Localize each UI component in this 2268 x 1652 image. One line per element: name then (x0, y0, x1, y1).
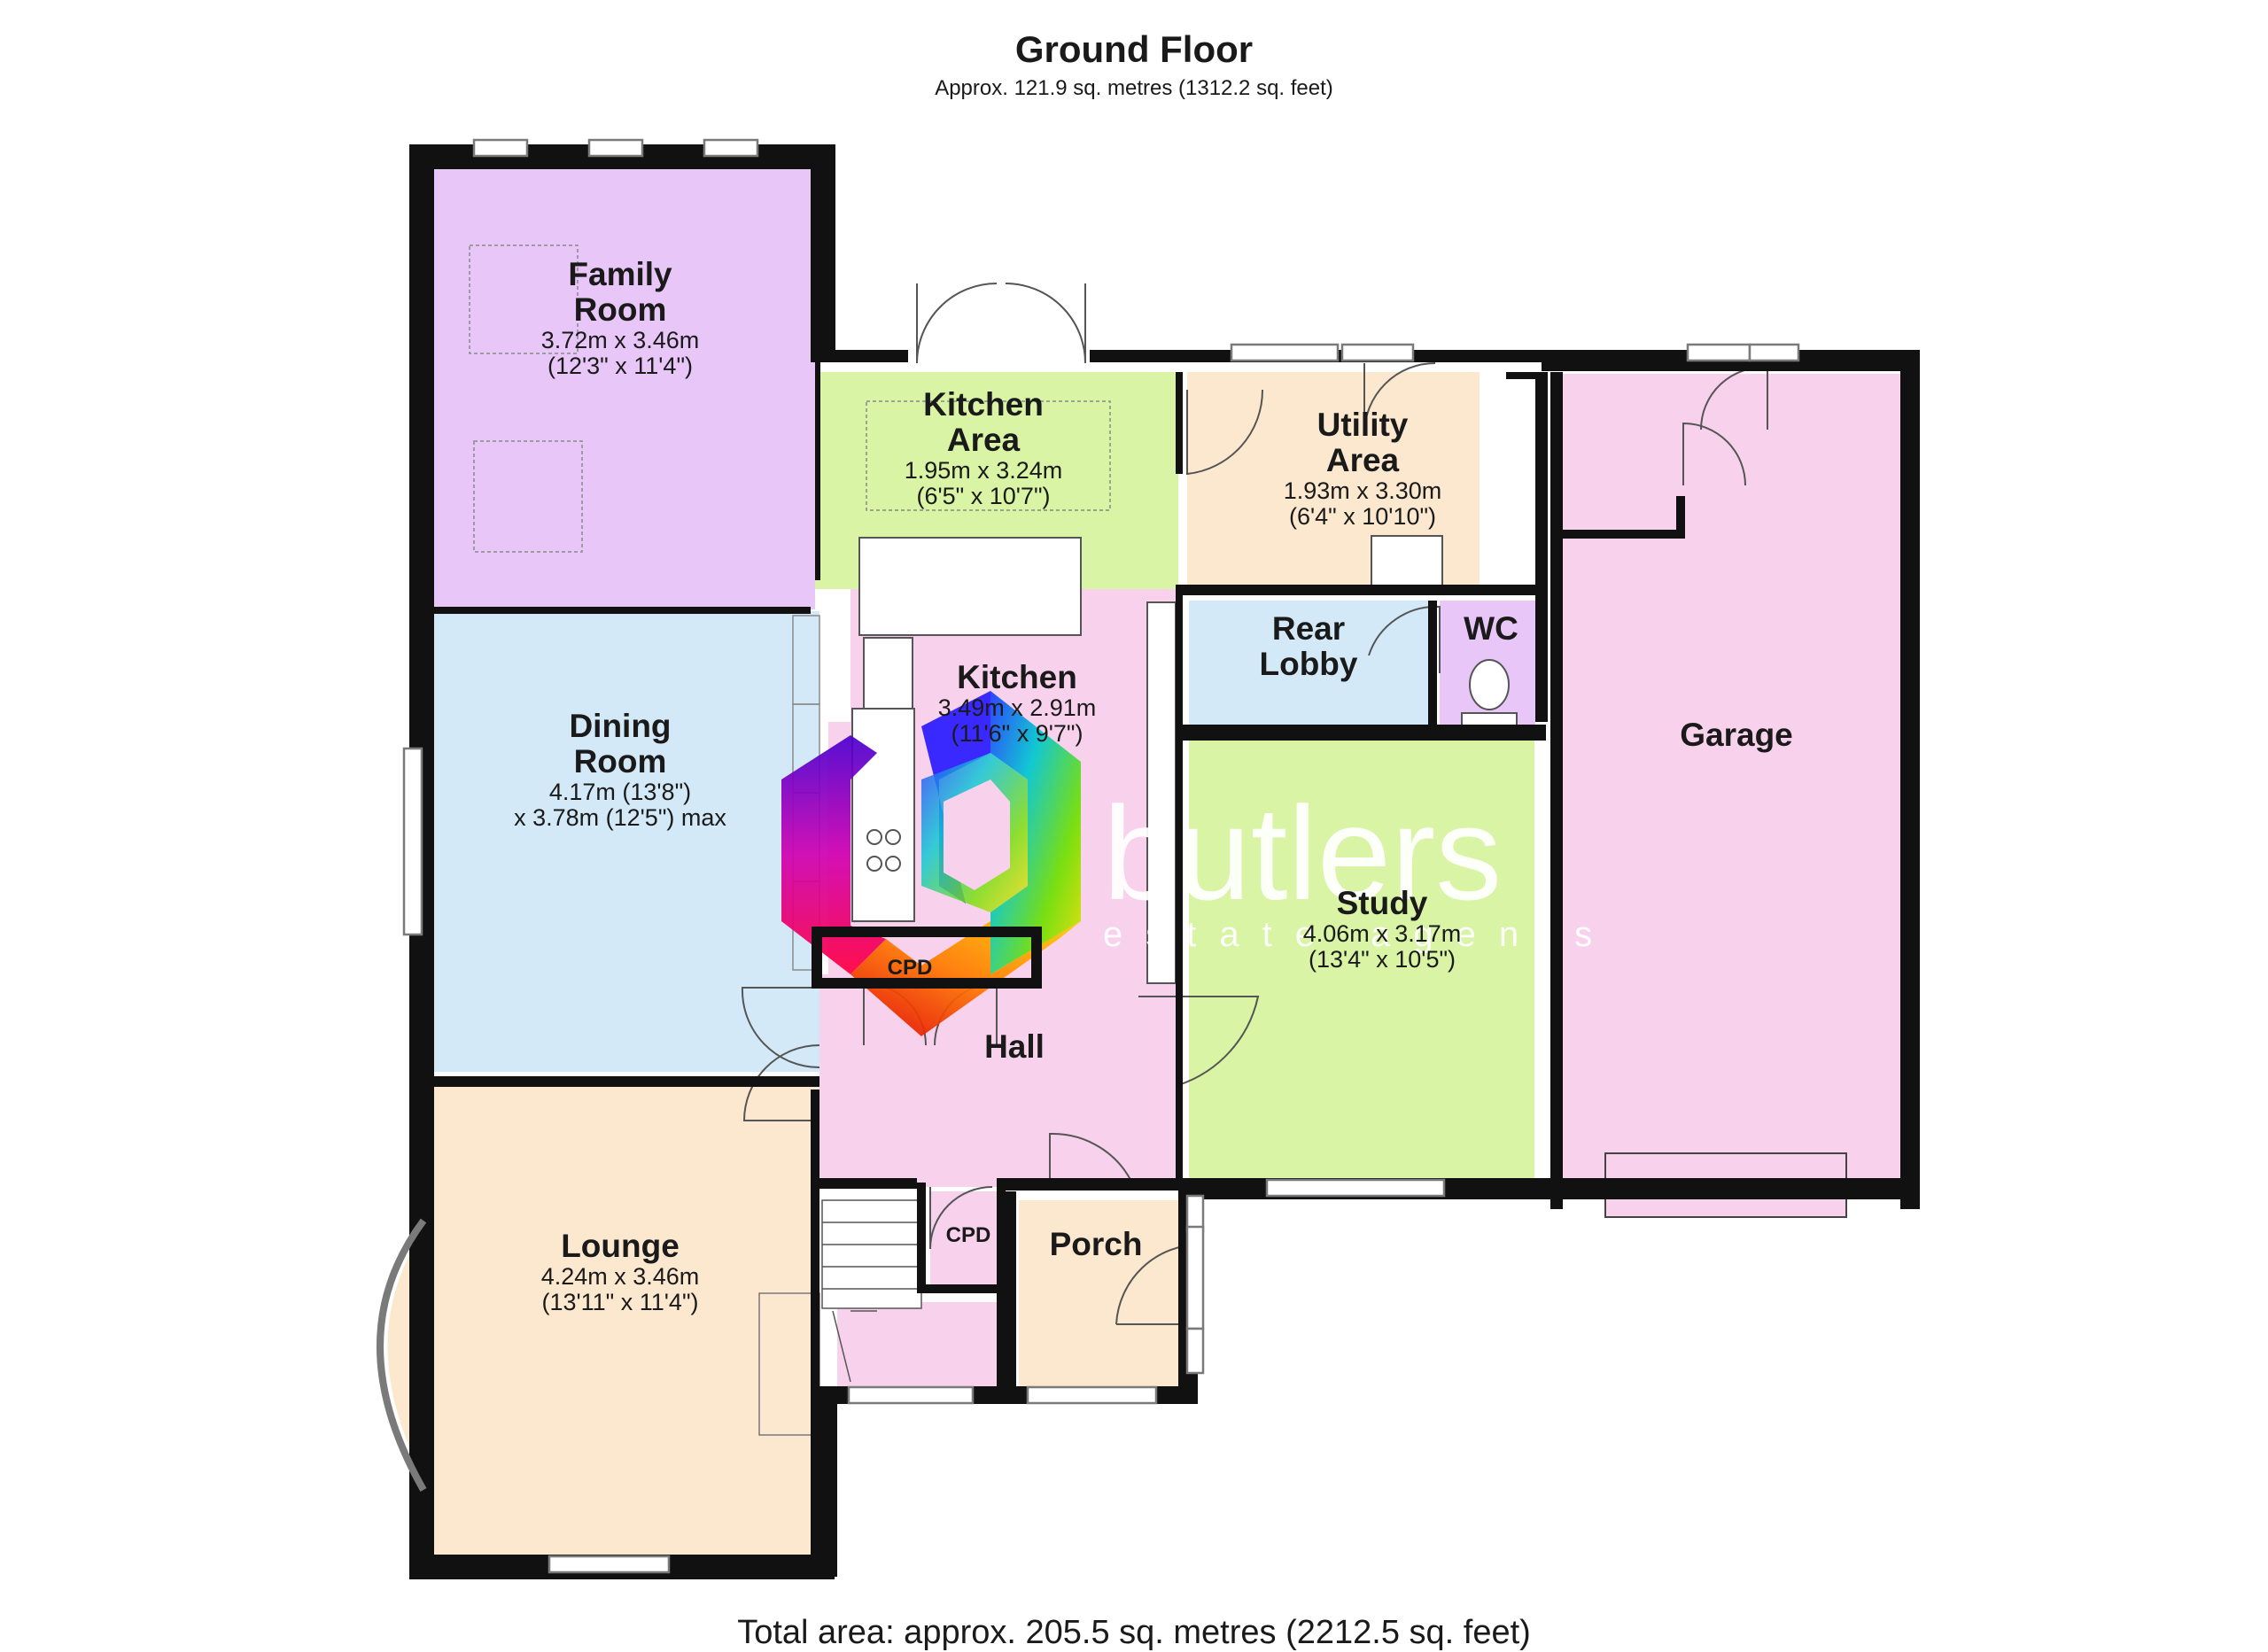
dining-room-fill (430, 611, 819, 1072)
room-name: Study (1336, 885, 1428, 921)
room-dimensions-metric: 4.17m (13'8") (548, 778, 692, 805)
stairs (821, 1199, 922, 1383)
room-dimensions-metric: 4.24m x 3.46m (540, 1262, 700, 1290)
room-name: CPD (887, 956, 933, 980)
page-title: Ground Floor (1014, 28, 1254, 70)
label-study: Study 4.06m x 3.17m (13'4" x 10'5") (1303, 886, 1462, 973)
study-fill (1189, 741, 1534, 1183)
room-name: Kitchen (923, 386, 1044, 423)
room-name: Lounge (561, 1228, 680, 1264)
porch-fill (1019, 1200, 1178, 1386)
room-dimensions-metric: 4.06m x 3.17m (1302, 919, 1462, 947)
room-dimensions-imperial: (13'11" x 11'4") (541, 1289, 699, 1316)
room-name: Area (946, 421, 1021, 458)
door-swings (741, 283, 1768, 1325)
watermark-brand-text: butlers (1103, 779, 1502, 927)
garage-fill (1555, 374, 1900, 1184)
cpd-lower-fill (930, 1191, 1006, 1289)
lounge-bay-window (377, 1218, 427, 1492)
room-name: Kitchen (957, 659, 1077, 695)
utility-sink (1371, 535, 1443, 590)
room-dimensions-metric: 3.49m x 2.91m (937, 694, 1097, 721)
windows (402, 138, 1800, 1574)
room-name: Dining (569, 708, 672, 744)
room-name: Porch (1049, 1226, 1143, 1262)
lounge-fill (430, 1085, 819, 1555)
room-name: Garage (1680, 717, 1793, 753)
room-dimensions-imperial: (11'6" x 9'7") (951, 720, 1084, 748)
room-name: WC (1464, 610, 1518, 647)
room-name: Utility (1317, 407, 1409, 443)
label-cpd-lower: CPD (946, 1224, 991, 1247)
label-kitchen-area: Kitchen Area 1.95m x 3.24m (6'5" x 10'7"… (905, 387, 1063, 509)
total-area-footer: Total area: approx. 205.5 sq. metres (22… (737, 1614, 1531, 1651)
hall-fill (819, 974, 1178, 1187)
family-room-fill (430, 167, 815, 609)
room-dimensions-imperial: (13'4" x 10'5") (1308, 946, 1456, 973)
room-name: Rear (1271, 610, 1346, 647)
label-porch: Porch (1050, 1227, 1143, 1262)
label-lounge: Lounge 4.24m x 3.46m (13'11" x 11'4") (541, 1229, 700, 1315)
room-dimensions-imperial: x 3.78m (12'5") max (514, 804, 726, 832)
stairs-fill (837, 1302, 1006, 1391)
room-name: CPD (945, 1223, 991, 1247)
room-dimensions-metric: 3.72m x 3.46m (540, 326, 700, 353)
cpd-upper-box (812, 927, 1042, 989)
label-wc: WC (1464, 611, 1518, 647)
room-name: Hall (984, 1028, 1045, 1065)
watermark-subtext: estate agents (1103, 915, 1615, 954)
floor-area-subtitle: Approx. 121.9 sq. metres (1312.2 sq. fee… (935, 76, 1333, 100)
room-name: Room (573, 742, 667, 779)
room-name: Family (568, 256, 672, 292)
room-dimensions-metric: 1.93m x 3.30m (1283, 477, 1442, 504)
label-rear-lobby: Rear Lobby (1260, 611, 1358, 682)
label-garage: Garage (1680, 717, 1793, 753)
label-hall: Hall (984, 1029, 1045, 1065)
room-dimensions-imperial: (6'4" x 10'10") (1288, 503, 1437, 531)
room-dimensions-imperial: (12'3" x 11'4") (547, 353, 694, 380)
label-dining-room: Dining Room 4.17m (13'8") x 3.78m (12'5"… (514, 709, 726, 831)
label-family-room: Family Room 3.72m x 3.46m (12'3" x 11'4"… (541, 257, 700, 379)
room-dimensions-imperial: (6'5" x 10'7") (916, 483, 1051, 510)
label-kitchen: Kitchen 3.49m x 2.91m (11'6" x 9'7") (938, 660, 1097, 747)
walls (409, 144, 1920, 1579)
label-cpd-upper: CPD (888, 957, 933, 980)
room-name: Area (1325, 441, 1400, 478)
room-name: Lobby (1259, 645, 1358, 682)
label-utility-area: Utility Area 1.93m x 3.30m (6'4" x 10'10… (1284, 407, 1442, 530)
skylight-outlines (469, 244, 1111, 553)
room-name: Room (573, 291, 667, 328)
room-dimensions-metric: 1.95m x 3.24m (904, 456, 1063, 484)
